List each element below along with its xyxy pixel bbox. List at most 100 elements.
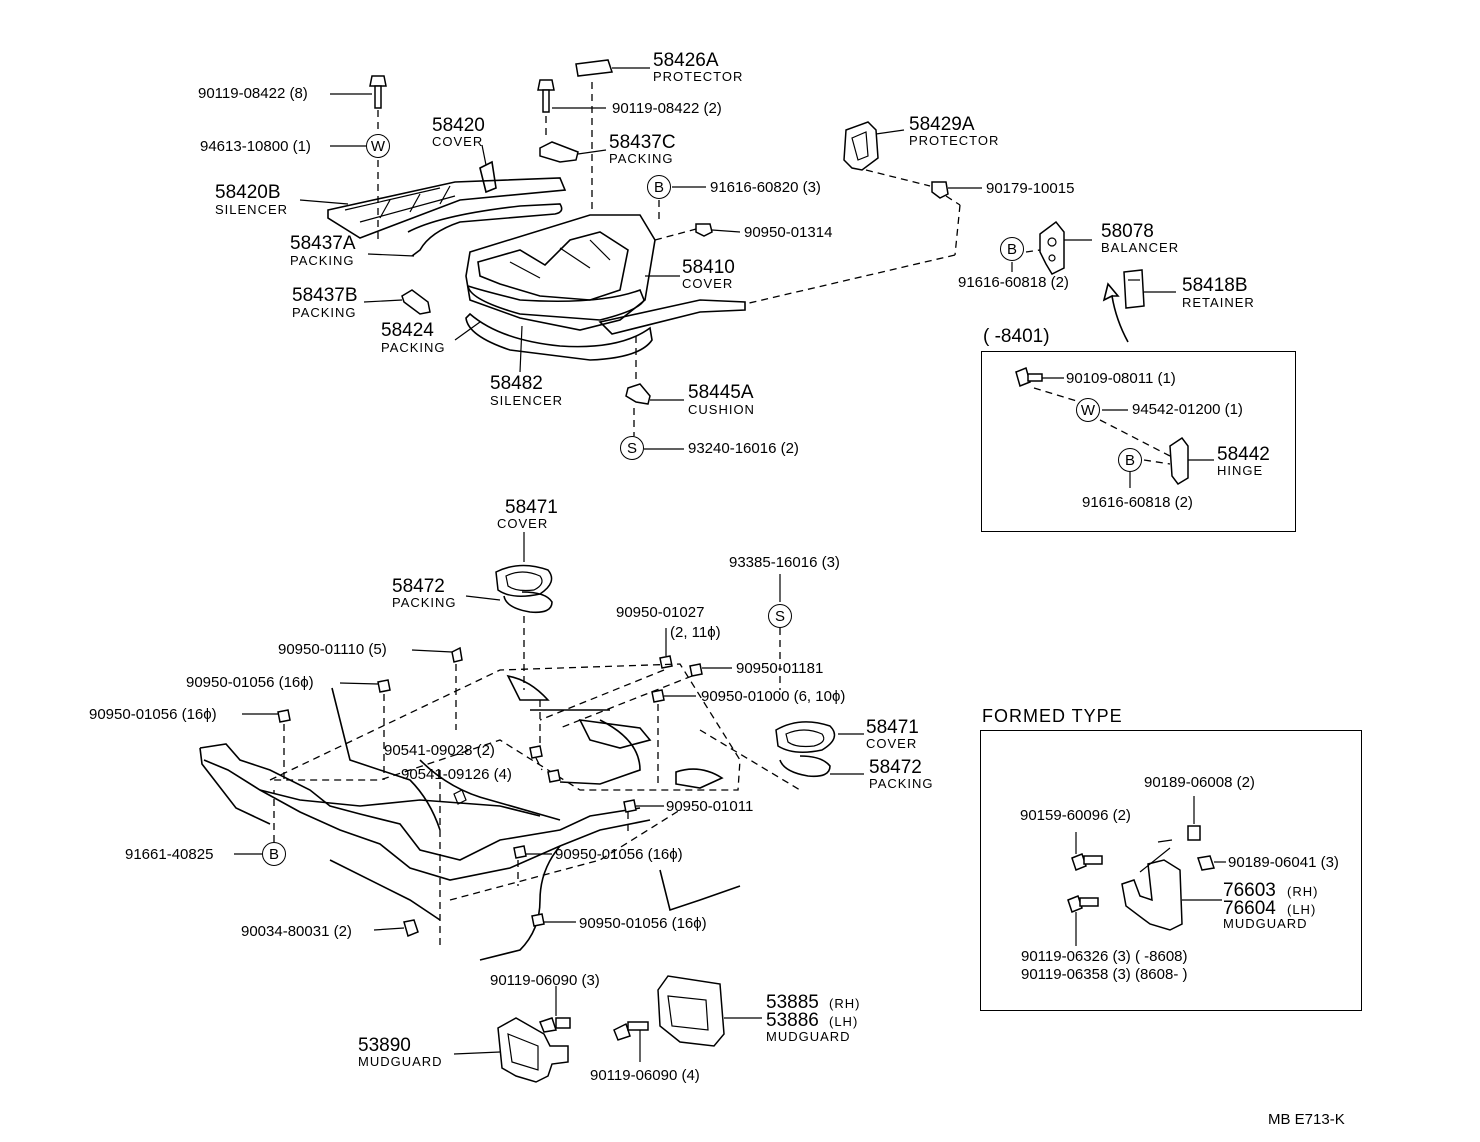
mudguard-53890-shape xyxy=(497,1017,569,1083)
label-90189-06041: 90189-06041 (3) xyxy=(1228,854,1339,871)
label-93240-16016: 93240-16016 (2) xyxy=(688,440,799,457)
label-93385-16016: 93385-16016 (3) xyxy=(729,554,840,571)
label-53885-side: (RH) xyxy=(829,996,861,1011)
cover-58410-shape xyxy=(465,214,746,335)
label-90119-06090-4: 90119-06090 (4) xyxy=(590,1067,700,1084)
label-58418b-name: RETAINER xyxy=(1182,295,1255,310)
label-5388x-name: MUDGUARD xyxy=(766,1029,851,1044)
label-58471-top: 58471 xyxy=(505,497,558,518)
label-90950-01056-d: 90950-01056 (16ϕ) xyxy=(579,915,707,932)
label-58426a: 58426A xyxy=(653,50,719,71)
label-90119-06090-3: 90119-06090 (3) xyxy=(490,972,600,989)
label-58420-name: COVER xyxy=(432,134,484,149)
label-90950-01181: 90950-01181 xyxy=(736,660,824,677)
label-58437b: 58437B xyxy=(292,285,358,306)
label-90034-80031: 90034-80031 (2) xyxy=(241,923,352,940)
label-58420: 58420 xyxy=(432,115,485,136)
label-76604: 76604 xyxy=(1223,898,1276,919)
mudguard-53885-shape xyxy=(657,975,725,1047)
label-58429a: 58429A xyxy=(909,114,975,135)
formed-type-box xyxy=(980,730,1362,1011)
label-58437c-name: PACKING xyxy=(609,151,674,166)
label-94542-01200: 94542-01200 (1) xyxy=(1132,401,1243,418)
label-90950-01110: 90950-01110 (5) xyxy=(278,641,387,658)
label-58472-side: 58472 xyxy=(869,757,922,778)
label-58410: 58410 xyxy=(682,257,735,278)
label-58418b: 58418B xyxy=(1182,275,1248,296)
label-58471-top-name: COVER xyxy=(497,516,549,531)
label-76604-side: (LH) xyxy=(1287,902,1317,917)
bolt-symbol: B xyxy=(1118,448,1142,472)
label-53890-name: MUDGUARD xyxy=(358,1054,443,1069)
label-90159-60096: 90159-60096 (2) xyxy=(1020,807,1131,824)
label-58424-name: PACKING xyxy=(381,340,446,355)
label-bolt-90119-08422-2: 90119-08422 (2) xyxy=(612,100,722,117)
label-90541-09126: 90541-09126 (4) xyxy=(401,766,512,783)
label-90950-01314: 90950-01314 xyxy=(744,224,833,241)
label-90950-01027-note: (2, 11ϕ) xyxy=(670,624,721,641)
bolt-icon xyxy=(369,75,387,109)
screw-symbol: S xyxy=(768,604,792,628)
bolt-symbol: B xyxy=(1000,237,1024,261)
label-inset-range: ( -8401) xyxy=(983,326,1050,347)
label-91661-40825: 91661-40825 xyxy=(125,846,214,863)
label-58437a: 58437A xyxy=(290,233,356,254)
label-90950-01056-c: 90950-01056 (16ϕ) xyxy=(555,846,683,863)
formed-type-title: FORMED TYPE xyxy=(982,706,1123,726)
label-58420b-name: SILENCER xyxy=(215,202,289,217)
label-58472-top-name: PACKING xyxy=(392,595,457,610)
label-91616-60820: 91616-60820 (3) xyxy=(710,179,821,196)
label-90950-01056-b: 90950-01056 (16ϕ) xyxy=(89,706,217,723)
label-53886: 53886 xyxy=(766,1010,819,1031)
inset-8401-box xyxy=(981,351,1296,532)
label-58472-side-name: PACKING xyxy=(869,776,934,791)
label-90109-08011: 90109-08011 (1) xyxy=(1066,370,1176,387)
label-90189-06008: 90189-06008 (2) xyxy=(1144,774,1255,791)
label-58426a-name: PROTECTOR xyxy=(653,69,744,84)
label-58078-name: BALANCER xyxy=(1101,240,1180,255)
balancer-58078-shape xyxy=(1039,220,1065,275)
bolt-icon xyxy=(537,79,555,113)
label-76603-name: MUDGUARD xyxy=(1223,916,1308,931)
washer-symbol: W xyxy=(366,134,390,158)
label-90119-06326: 90119-06326 (3) ( -8608) xyxy=(1021,948,1188,965)
label-58445a-name: CUSHION xyxy=(688,402,755,417)
label-90179-10015: 90179-10015 xyxy=(986,180,1075,197)
label-90950-01056-a: 90950-01056 (16ϕ) xyxy=(186,674,314,691)
bolt-symbol: B xyxy=(262,842,286,866)
label-90119-06358: 90119-06358 (3) (8608- ) xyxy=(1021,966,1188,983)
screw-symbol: S xyxy=(620,436,644,460)
label-58437b-name: PACKING xyxy=(292,305,357,320)
label-58482-name: SILENCER xyxy=(490,393,564,408)
label-90541-09028: 90541-09028 (2) xyxy=(384,742,495,759)
label-58445a: 58445A xyxy=(688,382,754,403)
label-90950-01011: 90950-01011 xyxy=(666,798,754,815)
label-90950-01027: 90950-01027 xyxy=(616,604,705,621)
label-58482: 58482 xyxy=(490,373,543,394)
label-58471-side: 58471 xyxy=(866,717,919,738)
silencer-58420b-shape xyxy=(327,177,567,239)
label-58410-name: COVER xyxy=(682,276,734,291)
label-58437a-name: PACKING xyxy=(290,253,355,268)
label-58442-name: HINGE xyxy=(1217,463,1264,478)
label-91616-60818: 91616-60818 (2) xyxy=(958,274,1069,291)
label-76603: 76603 xyxy=(1223,880,1276,901)
label-58471-side-name: COVER xyxy=(866,736,918,751)
label-58429a-name: PROTECTOR xyxy=(909,133,1000,148)
label-53885: 53885 xyxy=(766,992,819,1013)
washer-symbol: W xyxy=(1076,398,1100,422)
label-58424: 58424 xyxy=(381,320,434,341)
floor-pan-shape xyxy=(199,663,801,961)
label-bolt-90119-08422-8: 90119-08422 (8) xyxy=(198,85,308,102)
figure-code: MB E713-K xyxy=(1268,1111,1345,1128)
label-washer-94613-10800: 94613-10800 (1) xyxy=(200,138,311,155)
label-53886-side: (LH) xyxy=(829,1014,859,1029)
label-58472-top: 58472 xyxy=(392,576,445,597)
label-58437c: 58437C xyxy=(609,132,676,153)
label-58420b: 58420B xyxy=(215,182,281,203)
label-58442: 58442 xyxy=(1217,444,1270,465)
bolt-symbol: B xyxy=(647,175,671,199)
label-91616-60818-inset: 91616-60818 (2) xyxy=(1082,494,1193,511)
